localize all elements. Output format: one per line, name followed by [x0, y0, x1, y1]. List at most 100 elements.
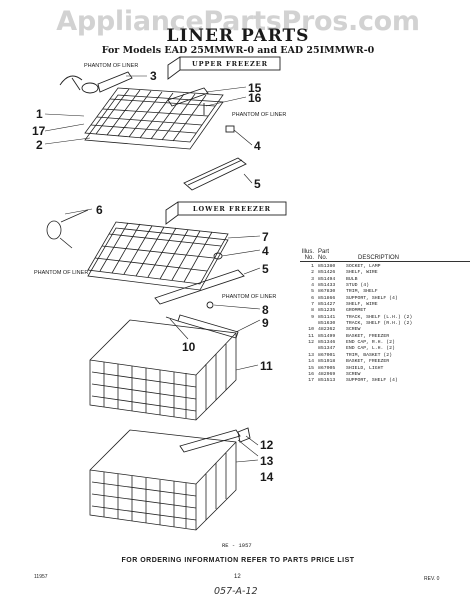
row-description: SCREW — [346, 327, 361, 333]
table-row: 851347 END CAP, L.H. (2) — [300, 346, 470, 352]
row-illus: 16 — [308, 371, 314, 377]
callout-9: 9 — [262, 316, 269, 330]
row-part-number: 867005 — [318, 365, 336, 371]
row-illus: 3 — [311, 276, 314, 282]
upper-freezer-label: UPPER FREEZER — [191, 60, 269, 68]
row-description: GROMMET — [346, 308, 367, 314]
row-part-number: 851380 — [318, 264, 336, 269]
row-illus: 17 — [308, 378, 314, 384]
callout-2: 2 — [36, 138, 43, 152]
phantom-label: PHANTOM OF LINER — [84, 63, 139, 69]
callout-17: 17 — [32, 124, 46, 138]
page-subtitle: For Models EAD 25MMWR-0 and EAD 25IMMWR-… — [101, 45, 375, 56]
basket-trim — [179, 429, 241, 453]
row-illus: 9 — [311, 314, 314, 320]
table-row: 5 867830 TRIM, SHELF — [300, 289, 470, 295]
row-part-number: 851433 — [318, 283, 336, 289]
row-description: SOCKET, LAMP — [346, 264, 381, 269]
row-description: SUPPORT, SHELF (4) — [346, 295, 398, 301]
row-part-number: 851427 — [318, 302, 336, 308]
light-shield — [167, 87, 209, 107]
row-part-number: 851866 — [318, 295, 336, 301]
header-no-2: No. — [318, 255, 328, 261]
lower-freezer-box — [177, 201, 287, 216]
callout-4-upper: 4 — [254, 139, 261, 153]
row-description: STUD (4) — [346, 283, 370, 289]
phantom-label: PHANTOM OF LINER — [232, 112, 287, 118]
header-no-1: No. — [304, 255, 314, 261]
row-illus: 2 — [311, 270, 314, 276]
screw-10 — [165, 316, 179, 322]
row-part-number: 851494 — [318, 276, 336, 282]
shelf-track — [177, 314, 239, 339]
row-part-number: 851346 — [318, 340, 336, 346]
row-part-number: 851513 — [318, 378, 336, 384]
callout-13: 13 — [260, 454, 274, 468]
leader-lines — [44, 75, 261, 463]
row-illus: 14 — [308, 359, 314, 365]
row-description: SCREW — [346, 371, 361, 377]
row-illus: 8 — [311, 308, 314, 314]
row-part-number: 851347 — [318, 346, 336, 352]
row-part-number: 851918 — [318, 359, 336, 365]
row-description: TRIM, BASKET (2) — [346, 352, 393, 358]
ordering-footer: FOR ORDERING INFORMATION REFER TO PARTS … — [121, 557, 355, 564]
callout-11: 11 — [260, 359, 273, 373]
row-description: END CAP, L.H. (2) — [346, 346, 395, 352]
row-description: TRIM, SHELF — [346, 289, 378, 295]
shelf-trim-upper — [183, 157, 247, 191]
callout-15: 15 — [248, 81, 262, 95]
table-row: 17 851513 SUPPORT, SHELF (4) — [300, 378, 470, 384]
upper-wire-shelf — [84, 87, 224, 150]
callout-1: 1 — [36, 107, 43, 121]
callout-5-upper: 5 — [254, 177, 261, 191]
table-row: 14 851918 BASKET, FREEZER — [300, 359, 470, 365]
row-description: BULB — [346, 276, 358, 282]
table-row: 851630 TRACK, SHELF (R.H.) (2) — [300, 321, 470, 327]
lower-freezer-label: LOWER FREEZER — [192, 205, 272, 213]
freezer-basket-upper — [89, 319, 237, 421]
callout-6: 6 — [96, 203, 103, 217]
basket-end-cap — [237, 427, 251, 443]
row-part-number: 851499 — [318, 333, 336, 339]
lower-wire-shelf — [87, 221, 229, 291]
callout-7: 7 — [262, 230, 269, 244]
row-illus: 5 — [311, 289, 314, 295]
row-part-number: 851630 — [318, 321, 336, 327]
callout-14: 14 — [260, 470, 274, 484]
grommet — [206, 301, 214, 309]
callout-12: 12 — [260, 438, 274, 452]
row-illus: 6 — [311, 295, 314, 301]
phantom-label: PHANTOM OF LINER — [222, 294, 277, 300]
callout-4-lower: 4 — [262, 244, 269, 258]
row-part-number: 867830 — [318, 289, 336, 295]
callout-5-lower: 5 — [262, 262, 269, 276]
reference-number: RE - 1957 — [222, 542, 252, 549]
shelf-support — [46, 209, 89, 249]
row-illus: 7 — [311, 302, 314, 308]
row-description: SHELF, WIRE — [346, 302, 378, 308]
row-description: TRACK, SHELF (R.H.) (2) — [346, 321, 413, 327]
row-illus: 15 — [308, 365, 314, 371]
row-description: BASKET, FREEZER — [346, 359, 390, 365]
row-part-number: 851141 — [318, 314, 336, 320]
row-illus: 10 — [308, 327, 314, 333]
callout-10: 10 — [182, 340, 196, 354]
upper-freezer-box — [179, 56, 281, 71]
row-description: SHELF, WIRE — [346, 270, 378, 276]
row-description: SUPPORT, SHELF (4) — [346, 378, 398, 384]
table-row: 10 482362 SCREW — [300, 327, 470, 333]
row-part-number: 482362 — [318, 327, 336, 333]
shelf-trim-lower — [154, 269, 245, 305]
page-title: LINER PARTS — [166, 26, 310, 46]
upper-freezer-box-side — [167, 56, 181, 80]
